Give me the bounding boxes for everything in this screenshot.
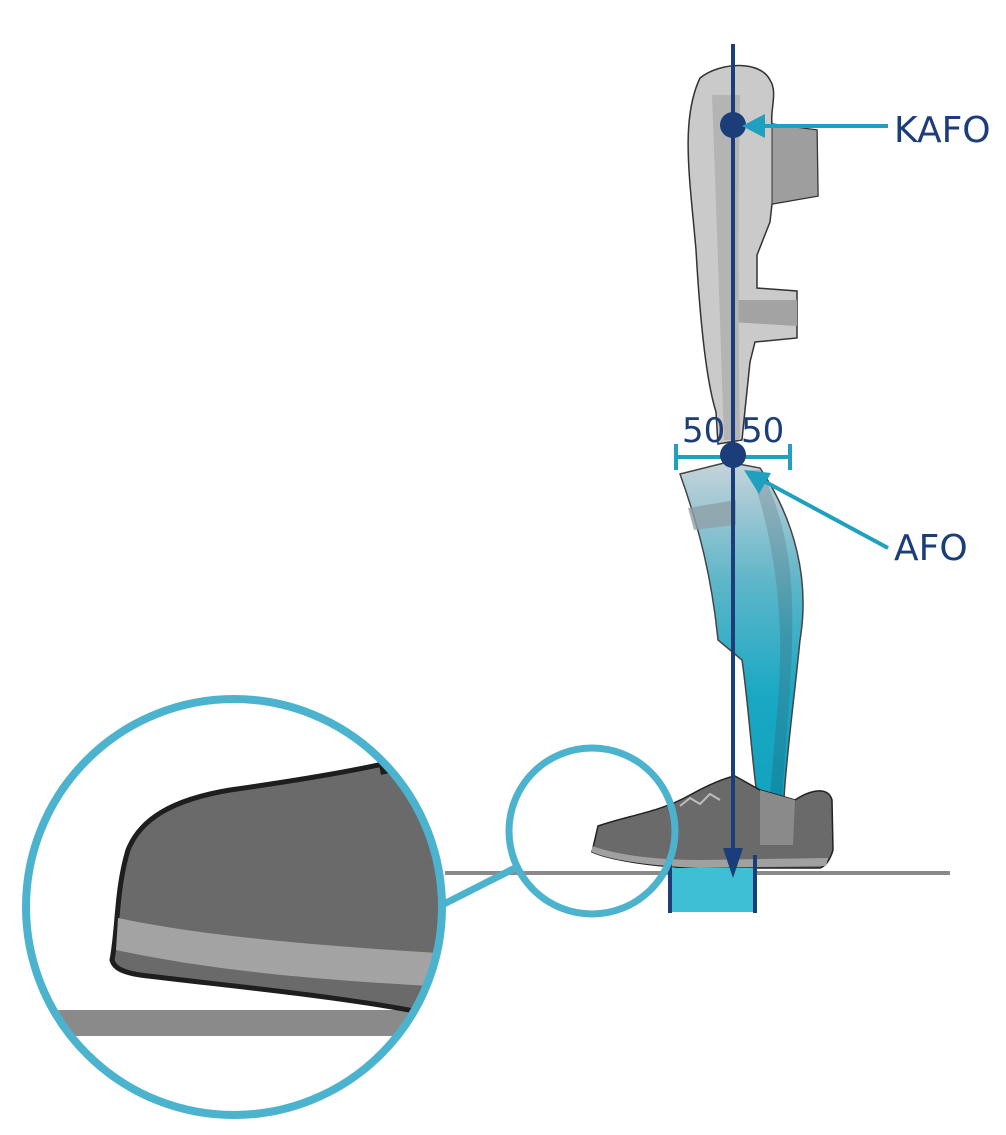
kafo-pointer (742, 114, 888, 138)
load-block (668, 855, 757, 913)
zoom-connector-top (436, 864, 517, 911)
magnifier-circle-icon (22, 695, 446, 1119)
afo-joint-dot-icon (720, 442, 746, 468)
afo-pointer (744, 470, 889, 550)
arrow-down-icon (723, 848, 743, 878)
afo-orthosis (679, 461, 804, 799)
kafo-joint-dot-icon (720, 112, 746, 138)
magnified-toe-view (26, 699, 442, 1115)
kafo-label: KAFO (894, 110, 991, 151)
shoe (591, 775, 834, 869)
left-percent-label: 50 (682, 411, 725, 451)
right-percent-label: 50 (741, 411, 784, 451)
afo-label: AFO (894, 528, 968, 569)
toe-focus-circle (505, 744, 679, 918)
